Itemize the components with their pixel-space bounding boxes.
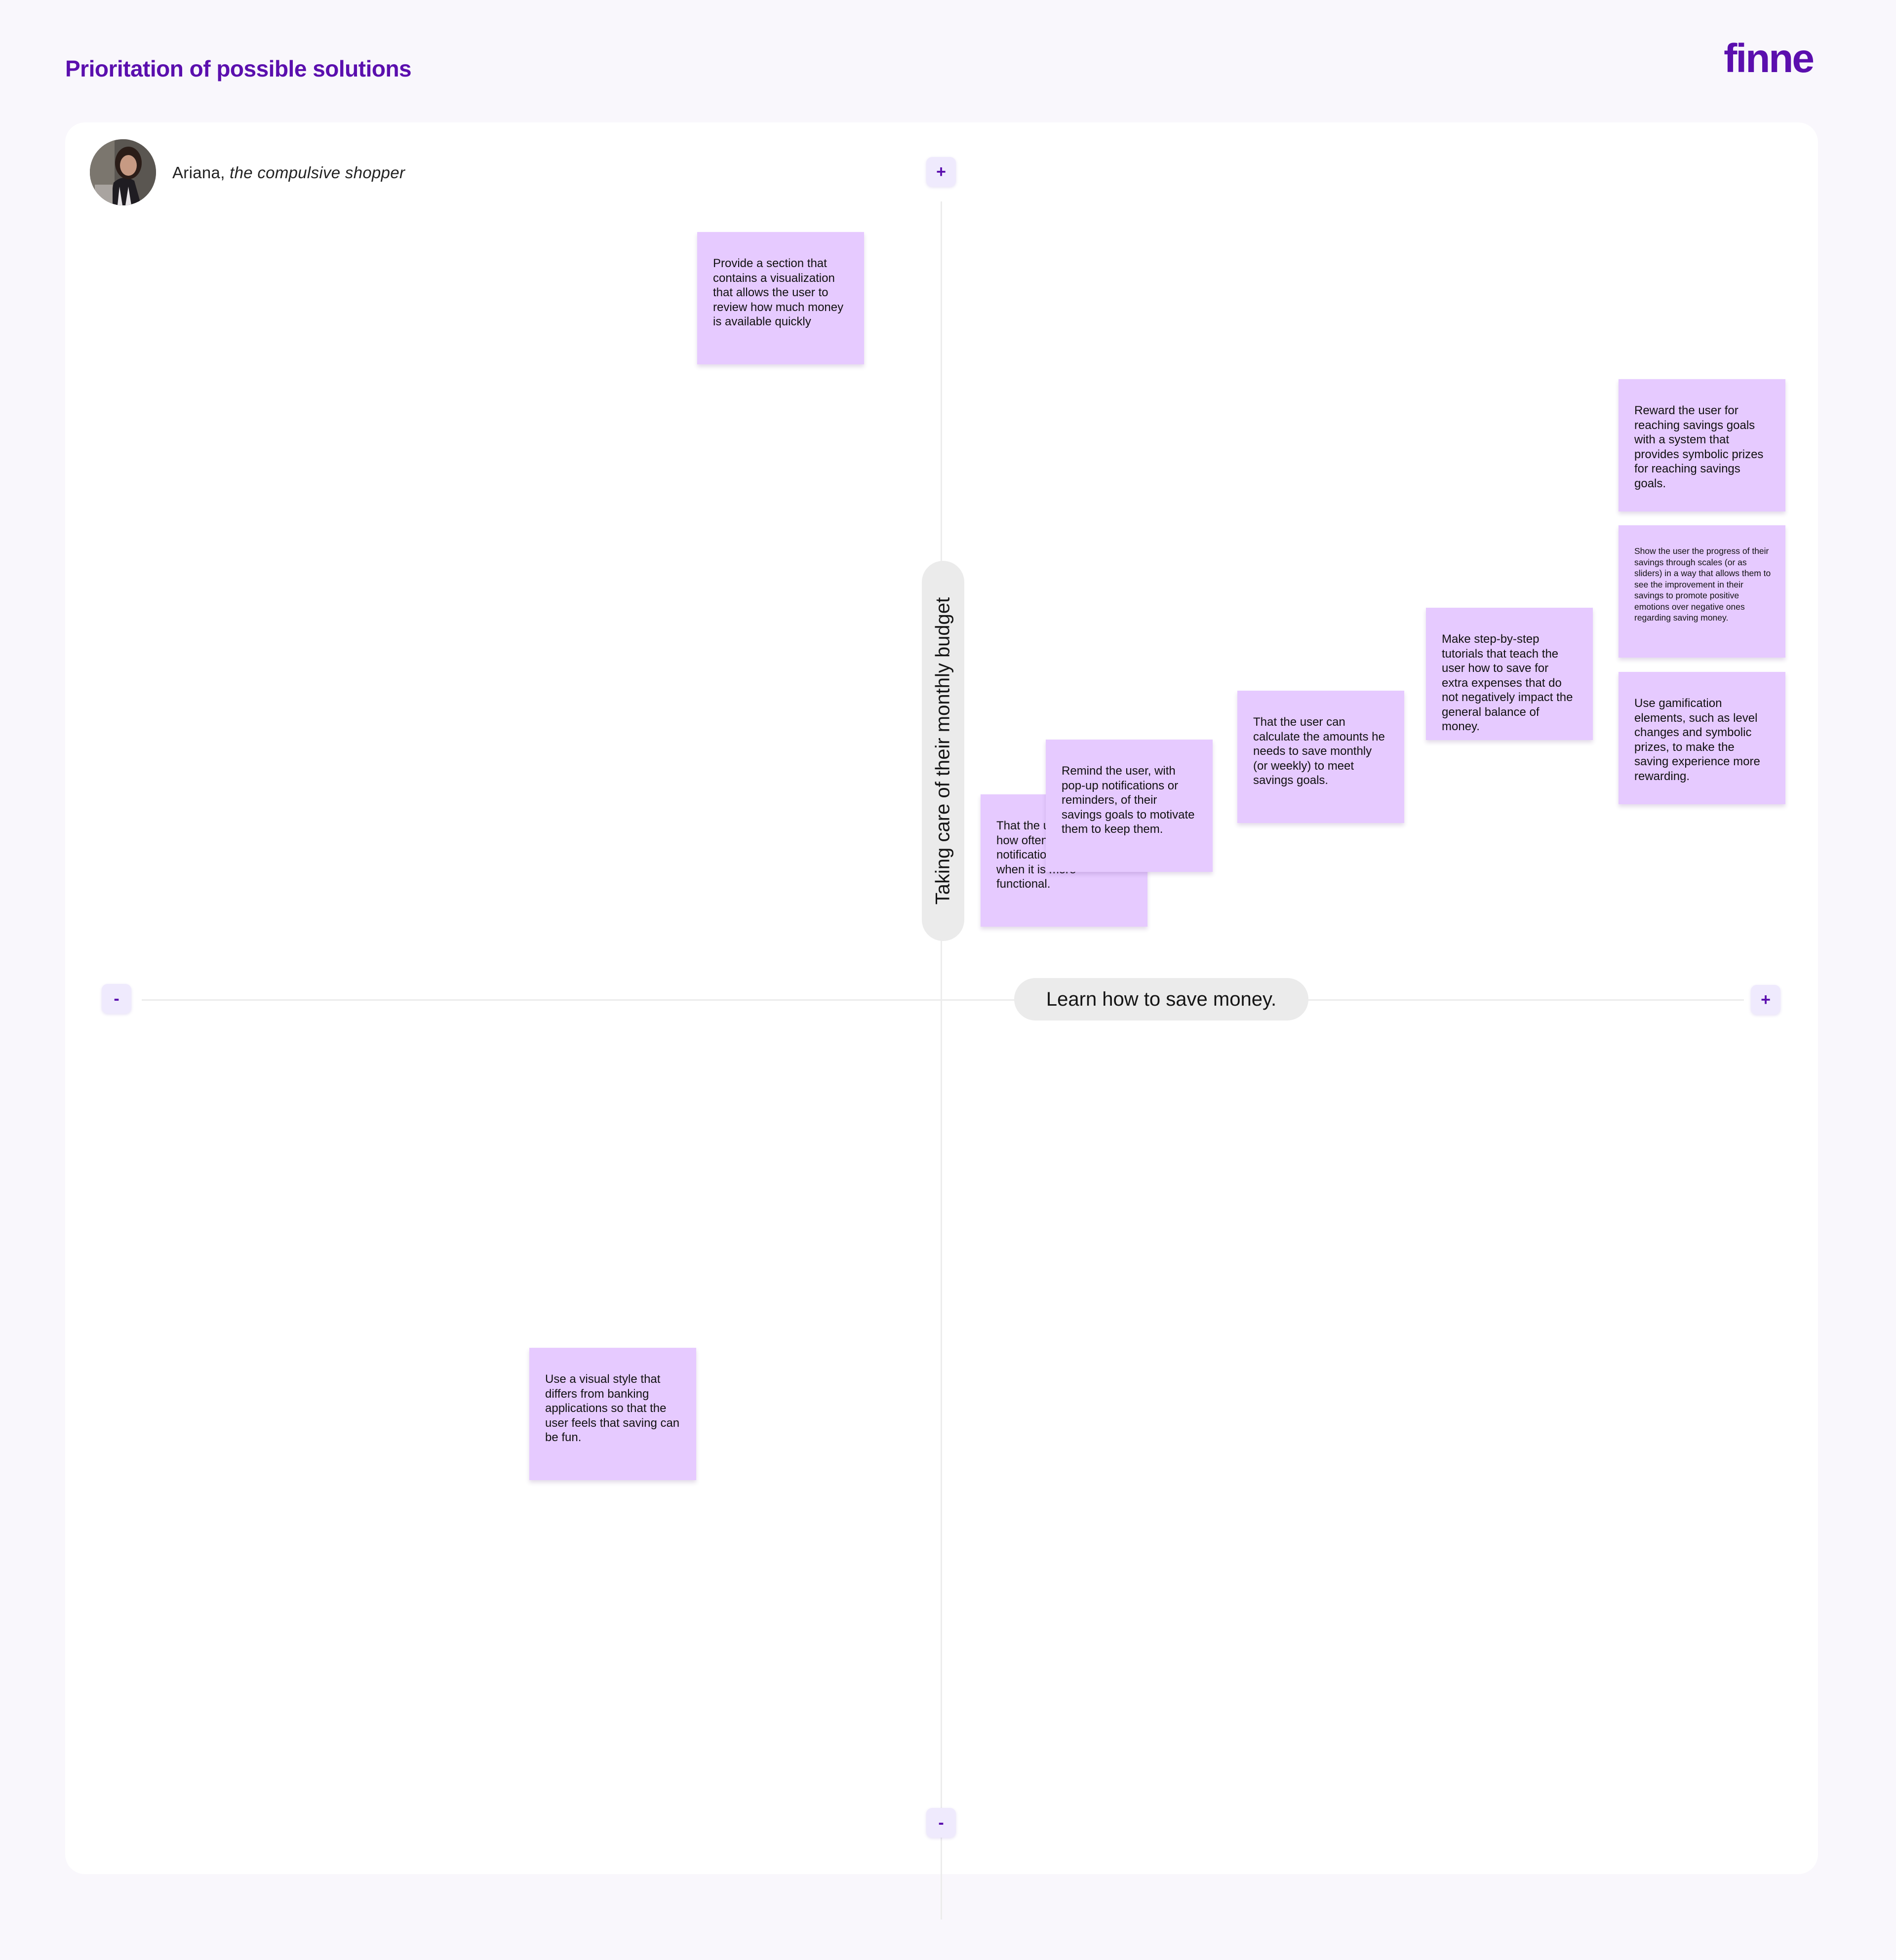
sticky-note[interactable]: That the user can calculate the amounts … <box>1237 691 1404 823</box>
prioritization-board: Ariana, the compulsive shopper + - - + L… <box>65 122 1818 1920</box>
avatar <box>90 139 156 205</box>
sticky-note[interactable]: Use a visual style that differs from ban… <box>529 1348 696 1480</box>
y-axis-label: Taking care of their monthly budget <box>932 597 954 905</box>
sticky-note[interactable]: Show the user the progress of their savi… <box>1619 525 1785 658</box>
avatar-photo <box>90 139 156 205</box>
y-axis-minus-marker: - <box>926 1808 956 1838</box>
brand-logo: finne <box>1724 36 1815 81</box>
persona-role: the compulsive shopper <box>230 163 405 182</box>
horizontal-axis-line <box>142 999 1744 1001</box>
y-axis-label-pill: Taking care of their monthly budget <box>922 561 964 941</box>
sticky-note[interactable]: Use gamification elements, such as level… <box>1619 672 1785 804</box>
sticky-note[interactable]: Reward the user for reaching savings goa… <box>1619 379 1785 511</box>
persona-name: Ariana, <box>172 163 225 182</box>
sticky-note[interactable]: Remind the user, with pop-up notificatio… <box>1046 740 1213 872</box>
x-axis-minus-marker: - <box>102 984 131 1014</box>
x-axis-plus-marker: + <box>1751 985 1780 1015</box>
x-axis-label: Learn how to save money. <box>1014 978 1308 1020</box>
sticky-note[interactable]: Provide a section that contains a visual… <box>697 232 864 364</box>
page-title: Prioritation of possible solutions <box>65 56 412 81</box>
y-axis-plus-marker: + <box>926 157 956 187</box>
persona-label: Ariana, the compulsive shopper <box>172 163 405 182</box>
sticky-note[interactable]: Make step-by-step tutorials that teach t… <box>1426 608 1593 740</box>
vertical-axis-line <box>941 201 942 1920</box>
